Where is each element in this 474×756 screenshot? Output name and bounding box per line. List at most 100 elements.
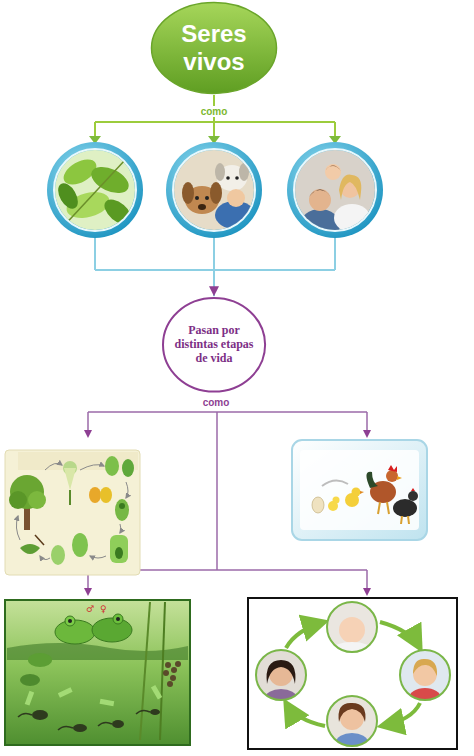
frog-cycle-picture-part (65, 616, 75, 626)
human-cycle-picture (248, 598, 457, 751)
title-circle: Seres vivos (150, 1, 278, 95)
branch-lines-bottom-part (366, 412, 368, 432)
plant-cycle-picture-part (18, 452, 138, 470)
plant-cycle-picture-part (64, 468, 76, 490)
animals-photo-part-part (205, 196, 209, 200)
plant-cycle-picture-part (9, 491, 27, 509)
plant-cycle-picture-part (115, 547, 123, 559)
chicken-cycle-picture-part (378, 502, 380, 514)
frog-cycle-picture-part (5, 600, 190, 745)
chicken-cycle-picture-part (408, 491, 418, 501)
chicken-cycle-picture-part (393, 499, 417, 517)
animals-photo-part-part (174, 150, 254, 230)
plant-cycle-picture-part (20, 544, 40, 554)
frog-cycle-picture-part-part (150, 709, 160, 715)
chicken-cycle-picture-part (300, 450, 419, 530)
chicken-cycle-picture-part (322, 480, 348, 486)
human-cycle-picture-part (382, 703, 420, 726)
human-cycle-picture-part-part (339, 617, 365, 643)
people-photo (287, 142, 383, 241)
frog-cycle-picture-part-part (58, 687, 73, 697)
people-photo-part-part (339, 175, 361, 200)
animals-photo (166, 142, 262, 238)
human-cycle-picture-part (327, 696, 377, 746)
human-cycle-picture-part (400, 650, 450, 700)
chicken-cycle-picture-part (408, 516, 409, 524)
animals-photo-part-part (226, 176, 230, 180)
plant-cycle-picture-part (40, 556, 50, 560)
people-photo-part (295, 150, 375, 241)
human-cycle-picture-part-part (336, 733, 368, 751)
human-cycle-picture-part (327, 602, 377, 652)
title-circle-shape (152, 3, 277, 94)
animals-photo-part-part (182, 182, 194, 204)
male-sign: ♂ (86, 604, 94, 614)
human-cycle-picture-part-part (267, 660, 296, 684)
animals-photo-part-part (198, 204, 206, 210)
branch-lines-top-part (94, 238, 96, 270)
branch-lines-bottom-part (363, 430, 371, 438)
plant-cycle-picture-part (105, 456, 119, 476)
animals-photo-part-part (227, 189, 245, 207)
chicken-cycle-picture (292, 440, 427, 540)
people-photo-part-part (325, 164, 341, 180)
people-photo-part-part (300, 209, 340, 241)
connector-word: como (200, 397, 233, 408)
branch-lines-bottom-part (363, 588, 371, 596)
leaves-photo (47, 142, 143, 238)
chicken-cycle-picture-part (397, 476, 402, 480)
people-photo-part-part (334, 204, 370, 232)
frog-cycle-picture-part (163, 661, 181, 687)
branch-lines-bottom-part (366, 570, 368, 590)
frog-cycle-picture-part-part (18, 713, 32, 717)
chicken-cycle-picture-part (312, 497, 324, 513)
chicken-cycle-picture-part (366, 472, 378, 488)
leaves-photo-part (47, 142, 143, 238)
chicken-cycle-picture-part (292, 440, 427, 540)
branch-lines-bottom-part (87, 412, 89, 432)
plant-cycle-picture-part (5, 450, 140, 575)
leaves-photo-part-part (100, 195, 136, 229)
node-label: Seres vivos (174, 20, 254, 75)
frog-cycle-picture: ♂ ♀ (5, 600, 190, 745)
leaves-photo-part (54, 149, 136, 231)
human-cycle-picture-part (380, 622, 420, 648)
frog-cycle-picture-part (25, 685, 163, 706)
frog-cycle-picture-part (18, 653, 160, 732)
chicken-cycle-picture-part (360, 491, 364, 494)
chicken-cycle-picture-part (401, 516, 402, 524)
plant-cycle-picture-part (100, 487, 112, 503)
plant-cycle-picture-part (89, 487, 101, 503)
stage-circle: Pasan por distintas etapas de vida (161, 296, 267, 394)
frog-cycle-picture-part-part (170, 675, 176, 681)
human-cycle-picture-part (399, 649, 451, 708)
animals-photo-part-part (210, 182, 222, 204)
branch-lines-bottom-part (88, 411, 367, 413)
frog-cycle-picture-part-part (136, 710, 150, 714)
plant-cycle-picture-part (126, 482, 128, 498)
plant-cycle-picture-part (45, 463, 62, 470)
animals-photo-part-part (215, 163, 225, 181)
frog-cycle-picture-part (92, 618, 132, 642)
leaves-photo-part-part (54, 180, 82, 212)
plant-cycle-picture-part (69, 490, 71, 505)
frog-cycle-picture-part (55, 620, 95, 644)
human-cycle-picture-part (326, 601, 378, 658)
animals-photo-part (174, 150, 255, 230)
chicken-cycle-picture-part (388, 465, 397, 472)
frog-cycle-picture-part-part (163, 670, 169, 676)
frog-cycle-picture-part (68, 619, 72, 623)
frog-cycle-picture-part-part (151, 685, 162, 700)
frog-cycle-picture-part-part (58, 726, 73, 730)
people-photo-part-part (309, 189, 331, 211)
frog-cycle-picture-part (140, 602, 150, 740)
node-text-group: Pasan por distintas etapas de vida (172, 324, 256, 365)
frog-cycle-picture-part-part (167, 681, 173, 687)
human-cycle-picture-part-part (332, 642, 372, 658)
chicken-cycle-picture-part (352, 488, 361, 497)
branch-lines-bottom-part (216, 412, 218, 570)
plant-cycle-picture-part (115, 499, 129, 521)
plant-cycle-picture-part (72, 533, 88, 557)
frog-cycle-picture-part-part (73, 724, 87, 732)
